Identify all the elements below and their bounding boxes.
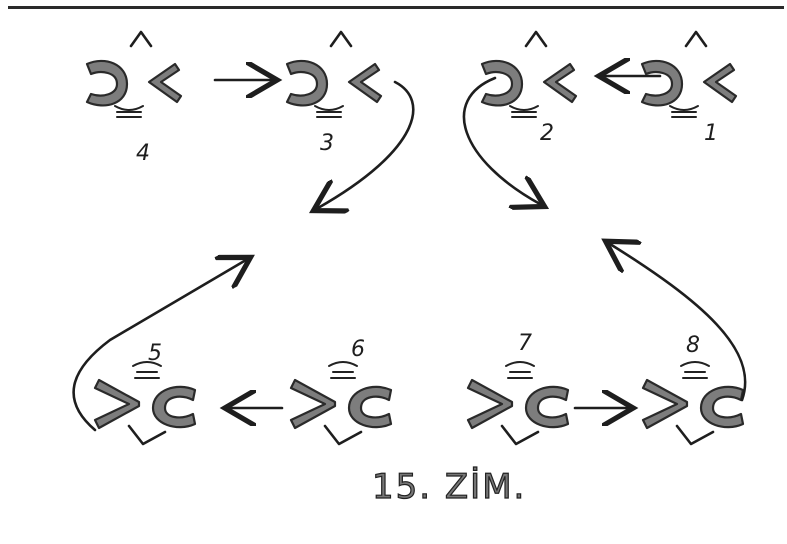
- node-label-1: 1: [704, 121, 718, 146]
- arrow-3-down: [318, 80, 415, 208]
- arrow-5-up: [72, 260, 246, 432]
- node-label-6: 6: [351, 337, 365, 362]
- glyph-node-5: [93, 360, 197, 446]
- figure-caption: 15. ZİM.: [372, 467, 526, 507]
- glyph-node-4: [85, 30, 183, 119]
- glyph-node-2: [480, 30, 578, 119]
- node-label-4: 4: [136, 141, 150, 166]
- top-rule: [8, 6, 784, 9]
- glyph-node-1: [640, 30, 738, 119]
- glyph-node-6: [289, 360, 393, 446]
- glyph-node-8: [641, 360, 745, 446]
- glyph-node-3: [285, 30, 383, 119]
- node-label-8: 8: [686, 333, 700, 358]
- node-label-5: 5: [148, 341, 162, 366]
- arrow-8-up: [610, 244, 747, 402]
- arrow-2-down: [462, 76, 540, 204]
- node-label-2: 2: [540, 121, 554, 146]
- node-label-7: 7: [518, 331, 532, 356]
- glyph-node-7: [466, 360, 570, 446]
- node-label-3: 3: [320, 131, 334, 156]
